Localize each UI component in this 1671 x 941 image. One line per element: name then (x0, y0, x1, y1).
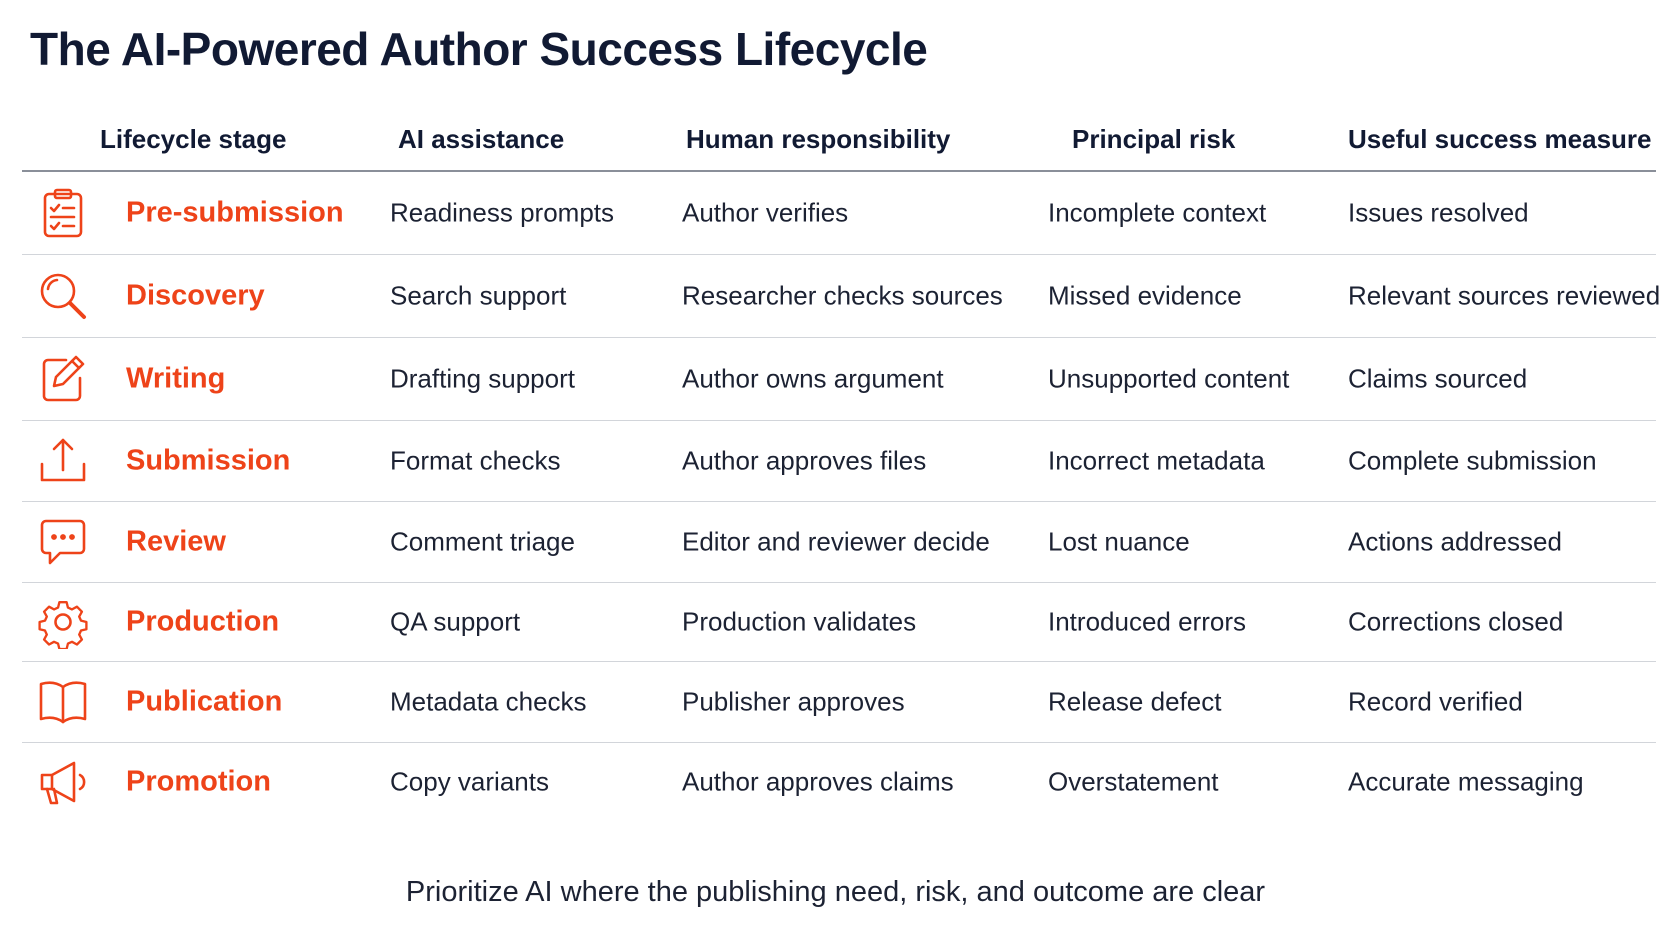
stage-label: Writing (126, 362, 226, 395)
success-measure-cell: Record verified (1348, 686, 1523, 717)
pencil-square-icon (36, 352, 90, 406)
ai-assistance-cell: Drafting support (390, 363, 575, 394)
header-lifecycle-stage: Lifecycle stage (100, 124, 287, 154)
human-responsibility-cell: Author approves files (682, 445, 927, 476)
stage-label: Promotion (126, 765, 271, 798)
ai-assistance-cell: Readiness prompts (390, 197, 614, 228)
success-measure-cell: Complete submission (1348, 445, 1597, 476)
page-title: The AI-Powered Author Success Lifecycle (30, 23, 928, 75)
header-human-responsibility: Human responsibility (686, 124, 951, 154)
table-row: Writing Drafting support Author owns arg… (22, 338, 1656, 421)
success-measure-cell: Relevant sources reviewed (1348, 280, 1661, 311)
table-row: Submission Format checks Author approves… (22, 421, 1656, 502)
stage-label: Publication (126, 685, 283, 718)
chat-bubble-icon (36, 515, 90, 569)
ai-assistance-cell: Copy variants (390, 766, 549, 797)
principal-risk-cell: Overstatement (1048, 766, 1219, 797)
principal-risk-cell: Introduced errors (1048, 606, 1246, 637)
magnifier-icon (36, 269, 90, 323)
ai-assistance-cell: Comment triage (390, 526, 575, 557)
ai-assistance-cell: Format checks (390, 445, 561, 476)
human-responsibility-cell: Editor and reviewer decide (682, 526, 990, 557)
header-principal-risk: Principal risk (1072, 124, 1236, 154)
human-responsibility-cell: Author approves claims (682, 766, 954, 797)
table-header: Lifecycle stage AI assistance Human resp… (22, 108, 1656, 172)
table-row: Review Comment triage Editor and reviewe… (22, 502, 1656, 583)
stage-label: Submission (126, 444, 291, 477)
stage-label: Pre-submission (126, 196, 344, 229)
table-row: Discovery Search support Researcher chec… (22, 255, 1660, 338)
header-ai-assistance: AI assistance (398, 124, 565, 154)
ai-assistance-cell: Search support (390, 280, 567, 311)
principal-risk-cell: Missed evidence (1048, 280, 1242, 311)
megaphone-icon (36, 755, 90, 809)
footer-caption: Prioritize AI where the publishing need,… (405, 876, 1266, 908)
success-measure-cell: Accurate messaging (1348, 766, 1584, 797)
success-measure-cell: Issues resolved (1348, 197, 1529, 228)
human-responsibility-cell: Author verifies (682, 197, 849, 228)
success-measure-cell: Corrections closed (1348, 606, 1564, 637)
ai-assistance-cell: QA support (390, 606, 521, 637)
success-measure-cell: Claims sourced (1348, 363, 1528, 394)
open-book-icon (36, 675, 90, 729)
lifecycle-table: Lifecycle stage AI assistance Human resp… (22, 108, 1660, 821)
principal-risk-cell: Unsupported content (1048, 363, 1290, 394)
stage-label: Review (126, 525, 226, 558)
principal-risk-cell: Release defect (1048, 686, 1222, 717)
header-success-measure: Useful success measure (1348, 124, 1652, 154)
human-responsibility-cell: Production validates (682, 606, 917, 637)
clipboard-checklist-icon (36, 186, 90, 240)
ai-assistance-cell: Metadata checks (390, 686, 587, 717)
stage-label: Discovery (126, 279, 265, 312)
human-responsibility-cell: Researcher checks sources (682, 280, 1003, 311)
principal-risk-cell: Incomplete context (1048, 197, 1267, 228)
table-row: Promotion Copy variants Author approves … (22, 743, 1656, 821)
success-measure-cell: Actions addressed (1348, 526, 1562, 557)
principal-risk-cell: Incorrect metadata (1048, 445, 1265, 476)
stage-label: Production (126, 605, 280, 638)
gear-icon (36, 595, 90, 649)
principal-risk-cell: Lost nuance (1048, 526, 1190, 557)
table-row: Pre-submission Readiness prompts Author … (22, 172, 1656, 255)
table-row: Publication Metadata checks Publisher ap… (22, 662, 1656, 743)
human-responsibility-cell: Author owns argument (682, 363, 944, 394)
upload-icon (36, 434, 90, 488)
table-row: Production QA support Production validat… (22, 583, 1656, 662)
human-responsibility-cell: Publisher approves (682, 686, 905, 717)
